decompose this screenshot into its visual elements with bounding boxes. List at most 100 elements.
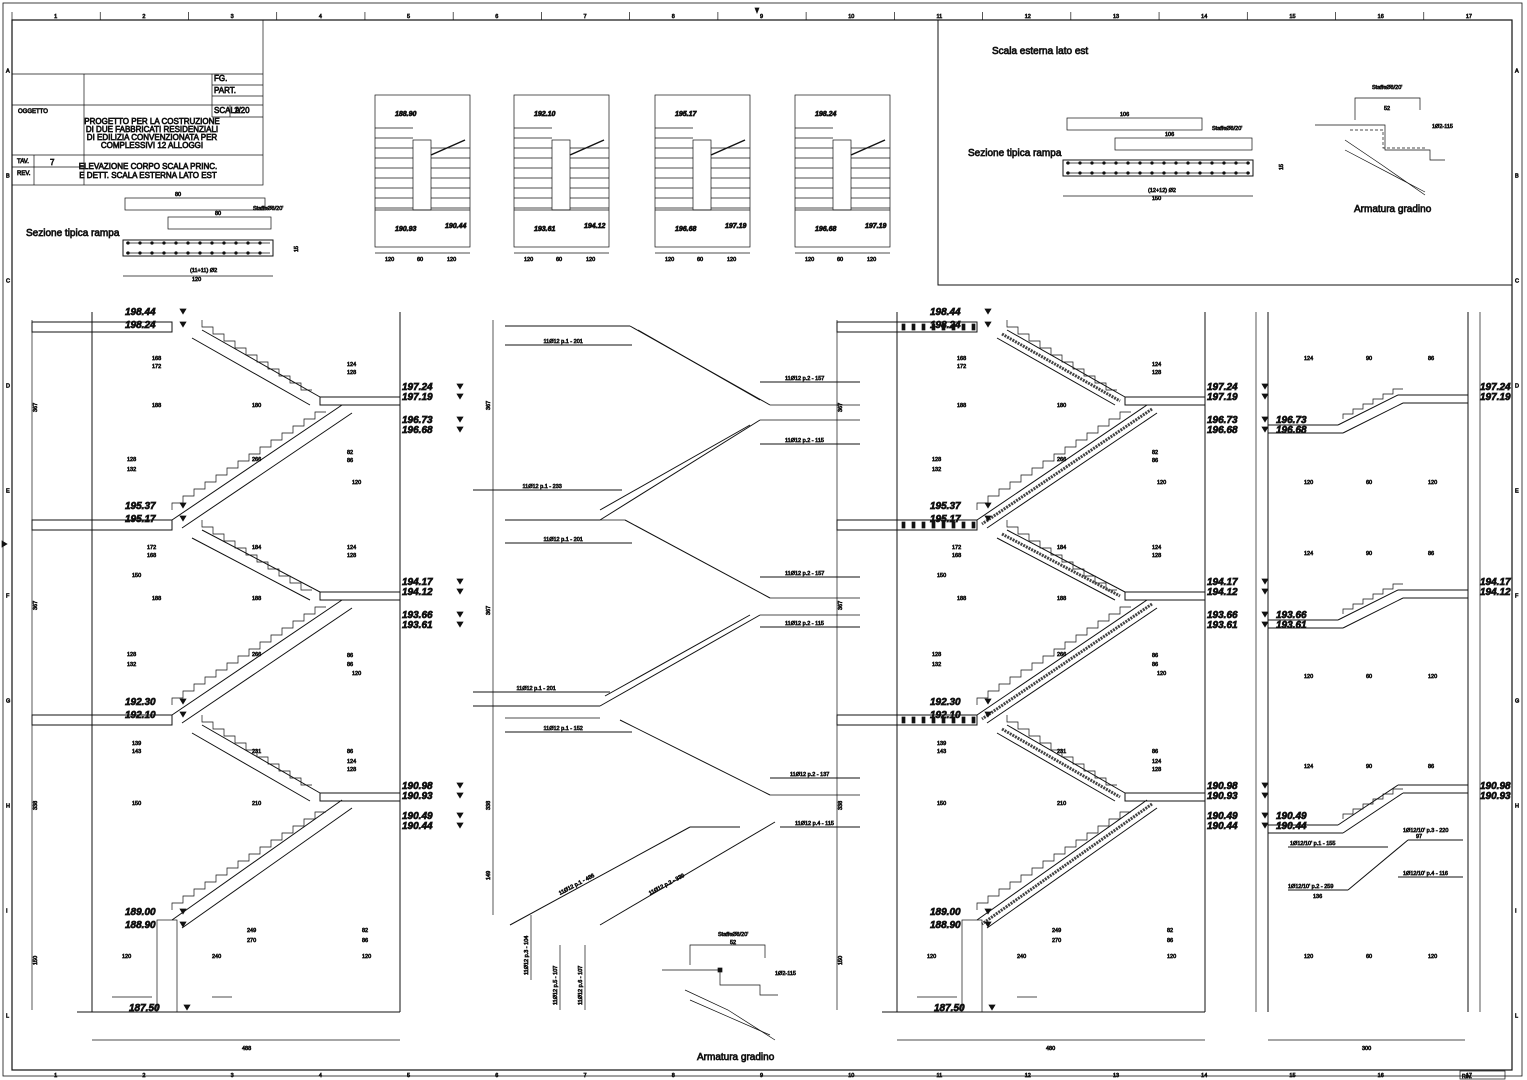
elevation-left: 198.44198.24197.24197.19196.73196.68195.… [31,307,464,1014]
rebar-dot [1162,171,1166,175]
oggetto-line-3: DI EDILIZIA CONVENZIONATA PER [87,133,218,142]
stair-steps [1006,715,1117,786]
ext-dimension: 120 [1304,954,1313,960]
level-marker-icon [1261,812,1269,819]
level-marker-icon [456,782,464,789]
stirrup-mark [931,521,936,529]
rebar-dot [246,251,250,255]
rebar-label: 11Ø12 p.4 - 115 [795,821,834,827]
elevation-level-190.98: 190.98 [1207,781,1238,792]
ext-level-194.12: 194.12 [1480,587,1511,598]
grid-row-letter: E [1515,489,1519,495]
elevation-dimension: 231 [1057,749,1066,755]
rebar-dot [1174,161,1178,165]
grid-column-number: 2 [142,1073,145,1079]
elevation-dimension: 180 [252,403,261,409]
grid-column-number: 10 [848,1073,854,1079]
level-marker-icon [456,393,464,400]
vertical-dimension: 338 [838,801,844,810]
armatura-detail-right: StaffeØ8/20' 52 1Ø2-115 Armatura gradino [1315,85,1453,215]
rebar-dot [1186,161,1190,165]
title-block: FG. PART. SCALA 1/20 OGGETTO PROGETTO PE… [11,19,264,186]
stair-steps [976,411,1131,510]
elevation-dimension: 124 [1152,545,1161,551]
elevation-dimension: 128 [347,553,356,559]
elevation-dimension: 124 [347,545,356,551]
rebar-label: 11Ø12 p.2 - 137 [790,772,829,778]
level-marker-icon [1261,792,1269,799]
level-marker-icon [984,921,992,928]
foot-dim-b: 480 [1046,1046,1055,1052]
foundation-wall [156,919,178,1013]
rebar-dot [1114,171,1118,175]
tav-value: 7 [50,158,55,167]
ext-dimension: 120 [1428,954,1437,960]
grid-row-letter: D [1515,384,1519,390]
elevation-dimension: 120 [1157,480,1166,486]
elevation-dimension: 120 [352,671,361,677]
stair-steps [171,606,326,705]
rebar-dot [1222,171,1226,175]
plan-dim: 60 [417,257,423,263]
ext-level-190.98: 190.98 [1480,781,1511,792]
rebar-dot [1150,171,1154,175]
ext-dimension: 90 [1366,764,1372,770]
vertical-dimension: 367 [33,601,39,610]
vertical-dimension: 338 [486,801,492,810]
vertical-dimension: 367 [33,403,39,412]
arm-staffe-center: StaffeØ8/20' [718,932,748,938]
vertical-dimension: 367 [486,606,492,615]
ext-dimension: 120 [1304,480,1313,486]
elevation-level-195.17: 195.17 [125,514,156,525]
elevation-dimension: 188 [252,596,261,602]
level-marker-icon [1261,426,1269,433]
elevation-dimension: 168 [952,553,961,559]
level-marker-icon [984,502,992,509]
level-marker-icon [984,515,992,522]
elevation-dimension: 143 [937,749,946,755]
center-mark-left [1,540,8,548]
rebar-dot [258,251,262,255]
elevation-level-187.50: 187.50 [129,1003,160,1014]
plan-view-frame [513,94,610,248]
rebar-dot [1078,161,1082,165]
foundation-wall [961,919,983,1013]
scala-label: SCALA [214,106,241,115]
plan-bottom-left-level: 193.61 [534,226,556,233]
level-marker-icon [1261,383,1269,390]
elevation-dimension: 132 [932,662,941,668]
external-stair-section: 197.24197.19196.73196.68194.17194.12193.… [1255,312,1511,1012]
grid-column-number: 17 [1466,1073,1472,1079]
stirrup-mark [961,323,966,331]
elevation-dimension: 120 [927,954,936,960]
elevation-dimension: 143 [132,749,141,755]
rebar-label: 11Ø12 p.1 - 233 [523,484,562,490]
elevation-dimension: 86 [347,662,353,668]
ext-dimension: 124 [1304,551,1313,557]
elevation-dimension: 132 [127,467,136,473]
rebar-dot [1246,161,1250,165]
sez-left-bars: (11+11) Ø2 [190,268,217,274]
grid-column-number: 3 [231,14,234,20]
grid-column-number: 8 [672,1073,675,1079]
elevation-dimension: 86 [1152,653,1158,659]
elevation-level-193.61: 193.61 [402,620,433,631]
ext-dimension: 86 [1428,356,1434,362]
sez-right-width: 150 [1152,196,1161,202]
ext-dimension: 60 [1366,674,1372,680]
grid-row-letter: L [6,1014,9,1020]
rebar-label: 11Ø12 p.1 - 201 [517,686,556,692]
level-marker-icon [456,426,464,433]
elevation-dimension: 240 [1017,954,1026,960]
rebar-label: 11Ø12 p.1 - 486 [558,873,596,897]
elevation-level-194.17: 194.17 [402,577,433,588]
stirrup-mark [961,521,966,529]
elevation-level-190.49: 190.49 [1207,811,1238,822]
rebar-dot [1066,171,1070,175]
plan-view-frame [794,94,891,248]
rebar-dot [1102,161,1106,165]
ext-level-190.49: 190.49 [1276,811,1307,822]
level-marker-icon [984,321,992,328]
stirrup-mark [931,716,936,724]
